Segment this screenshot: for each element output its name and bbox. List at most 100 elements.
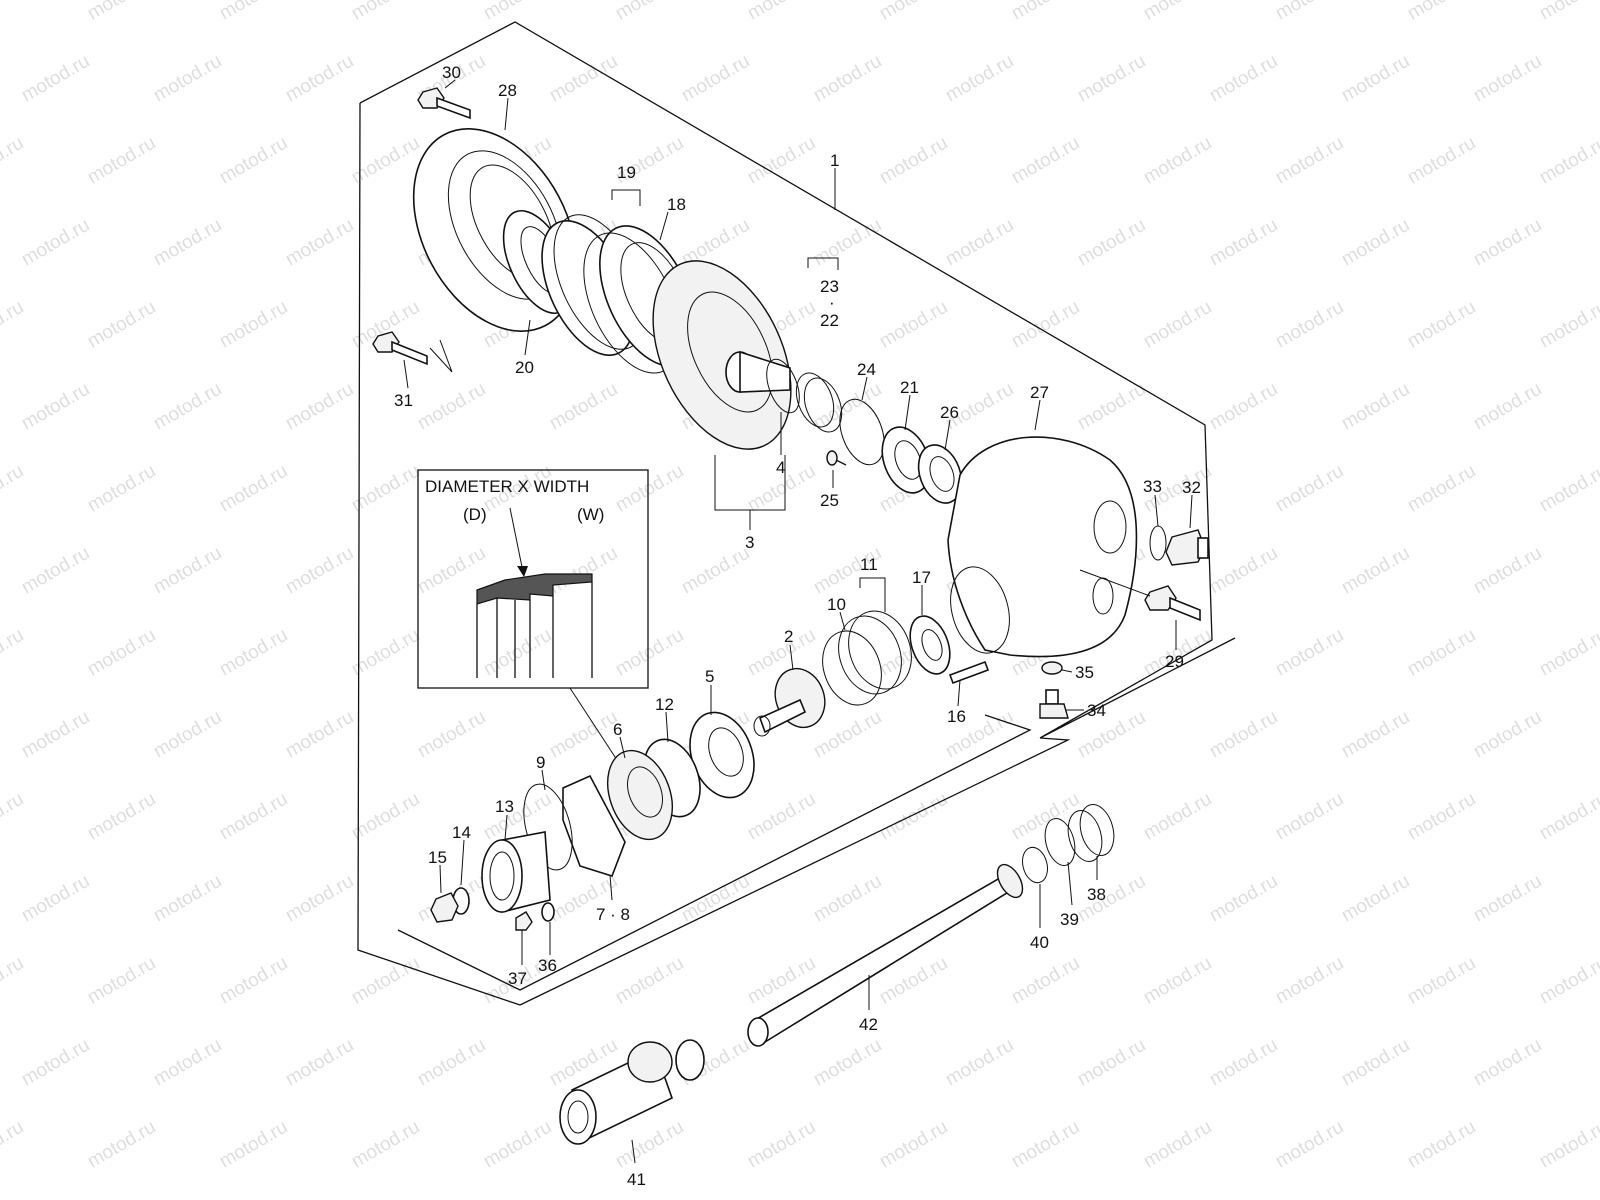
watermark-text: motod.ru xyxy=(1140,133,1215,189)
watermark-text: motod.ru xyxy=(18,215,93,271)
watermark-text: motod.ru xyxy=(1140,1117,1215,1173)
watermark-text: motod.ru xyxy=(84,625,159,681)
subassembly-outline xyxy=(519,737,1071,1006)
watermark-text: motod.ru xyxy=(84,0,159,24)
watermark-text: motod.ru xyxy=(1338,543,1413,599)
watermark-text: motod.ru xyxy=(942,51,1017,107)
watermark-text: motod.ru xyxy=(1272,133,1347,189)
watermark-text: motod.ru xyxy=(1404,297,1479,353)
watermark-text: motod.ru xyxy=(414,707,489,763)
flange-housing-7-8 xyxy=(562,774,626,877)
rings-38-39-40 xyxy=(1022,804,1115,884)
watermark-text: motod.ru xyxy=(1206,215,1281,271)
watermark-text: motod.ru xyxy=(150,51,225,107)
watermark-text: motod.ru xyxy=(1404,461,1479,517)
watermark-text: motod.ru xyxy=(282,379,357,435)
bolt-34 xyxy=(1039,689,1069,719)
watermark-text: motod.ru xyxy=(612,461,687,517)
watermark-text: motod.ru xyxy=(678,871,753,927)
watermark-text: motod.ru xyxy=(282,707,357,763)
callout-12: 12 xyxy=(655,695,674,714)
watermark-text: motod.ru xyxy=(84,953,159,1009)
watermark-text: motod.ru xyxy=(810,51,885,107)
watermark-text: motod.ru xyxy=(876,297,951,353)
watermark-text: motod.ru xyxy=(1140,297,1215,353)
callout-26: 26 xyxy=(940,403,959,422)
watermark-text: motod.ru xyxy=(216,1117,291,1173)
watermark-text: motod.ru xyxy=(348,0,423,24)
callout-40: 40 xyxy=(1030,933,1049,952)
watermark-text: motod.ru xyxy=(348,789,423,845)
callout-19: 19 xyxy=(617,163,636,182)
watermark-text: motod.ru xyxy=(216,625,291,681)
sleeve-13 xyxy=(481,831,551,914)
watermark-text: motod.ru xyxy=(150,379,225,435)
watermark-text: motod.ru xyxy=(1404,0,1479,24)
screw-25 xyxy=(826,450,847,466)
callout-2: 2 xyxy=(784,627,793,646)
callout-3: 3 xyxy=(745,533,754,552)
callout-11: 11 xyxy=(860,555,878,574)
stud-16 xyxy=(948,660,990,685)
pinion-gear-2 xyxy=(753,667,826,737)
watermark-text: motod.ru xyxy=(744,133,819,189)
watermark-text: motod.ru xyxy=(810,379,885,435)
callout-30: 30 xyxy=(442,63,461,82)
callout-27: 27 xyxy=(1030,383,1049,402)
watermark-text: motod.ru xyxy=(1140,0,1215,24)
watermark-text: motod.ru xyxy=(744,1117,819,1173)
watermark-text: motod.ru xyxy=(1404,953,1479,1009)
watermark-text: motod.ru xyxy=(150,707,225,763)
watermark-text: motod.ru xyxy=(1536,297,1600,353)
watermark-text: motod.ru xyxy=(876,0,951,24)
leader-lines xyxy=(403,79,1193,1164)
watermark-text: motod.ru xyxy=(84,461,159,517)
watermark-text: motod.ru xyxy=(18,707,93,763)
watermark-text: motod.ru xyxy=(1074,51,1149,107)
watermark-text: motod.ru xyxy=(0,1117,27,1173)
watermark-text: motod.ru xyxy=(84,297,159,353)
circlip-4 xyxy=(766,358,800,414)
nut-15 xyxy=(430,892,459,923)
watermark-text: motod.ru xyxy=(1338,215,1413,271)
watermark-text: motod.ru xyxy=(1338,379,1413,435)
watermark-text: motod.ru xyxy=(0,297,27,353)
callout-31: 31 xyxy=(394,391,413,410)
watermark-text: motod.ru xyxy=(942,1035,1017,1091)
watermark-text: motod.ru xyxy=(1470,215,1545,271)
watermark-text: motod.ru xyxy=(942,215,1017,271)
watermark-text: motod.ru xyxy=(810,215,885,271)
watermark-text: motod.ru xyxy=(546,707,621,763)
watermark-text: motod.ru xyxy=(1404,1117,1479,1173)
watermark-text: motod.ru xyxy=(1206,379,1281,435)
watermark-text: motod.ru xyxy=(414,379,489,435)
callout-33: 33 xyxy=(1143,477,1162,496)
watermark-text: motod.ru xyxy=(0,953,27,1009)
watermark-text: motod.ru xyxy=(480,1117,555,1173)
inset-title: DIAMETER X WIDTH xyxy=(425,477,589,496)
bolt-37 xyxy=(515,911,533,931)
bearing-6 xyxy=(607,749,673,841)
callout-41: 41 xyxy=(627,1170,646,1189)
callout-22: 22 xyxy=(820,311,839,330)
watermark-text: motod.ru xyxy=(1140,789,1215,845)
callout-7-8: 7 · 8 xyxy=(596,905,630,924)
universal-joint-41 xyxy=(559,1039,705,1145)
watermark-text: motod.ru xyxy=(18,871,93,927)
callout-35: 35 xyxy=(1075,663,1094,682)
watermark-text: motod.ru xyxy=(612,1117,687,1173)
callout-13: 13 xyxy=(495,797,514,816)
watermark-text: motod.ru xyxy=(876,789,951,845)
callout-20: 20 xyxy=(515,358,534,377)
watermark-text: motod.ru xyxy=(480,0,555,24)
callout-labels: 30 28 19 18 1 23 · 22 24 21 27 26 20 31 … xyxy=(394,63,1201,1189)
watermark-text: motod.ru xyxy=(0,789,27,845)
callout-18: 18 xyxy=(667,195,686,214)
watermark-text: motod.ru xyxy=(1338,871,1413,927)
watermark-text: motod.ru xyxy=(282,51,357,107)
drive-shaft-42 xyxy=(747,863,1024,1047)
watermark-text: motod.ru xyxy=(678,543,753,599)
ring-gear-3 xyxy=(652,260,792,450)
watermark-text: motod.ru xyxy=(1536,1117,1600,1173)
watermark-text: motod.ru xyxy=(1206,1035,1281,1091)
